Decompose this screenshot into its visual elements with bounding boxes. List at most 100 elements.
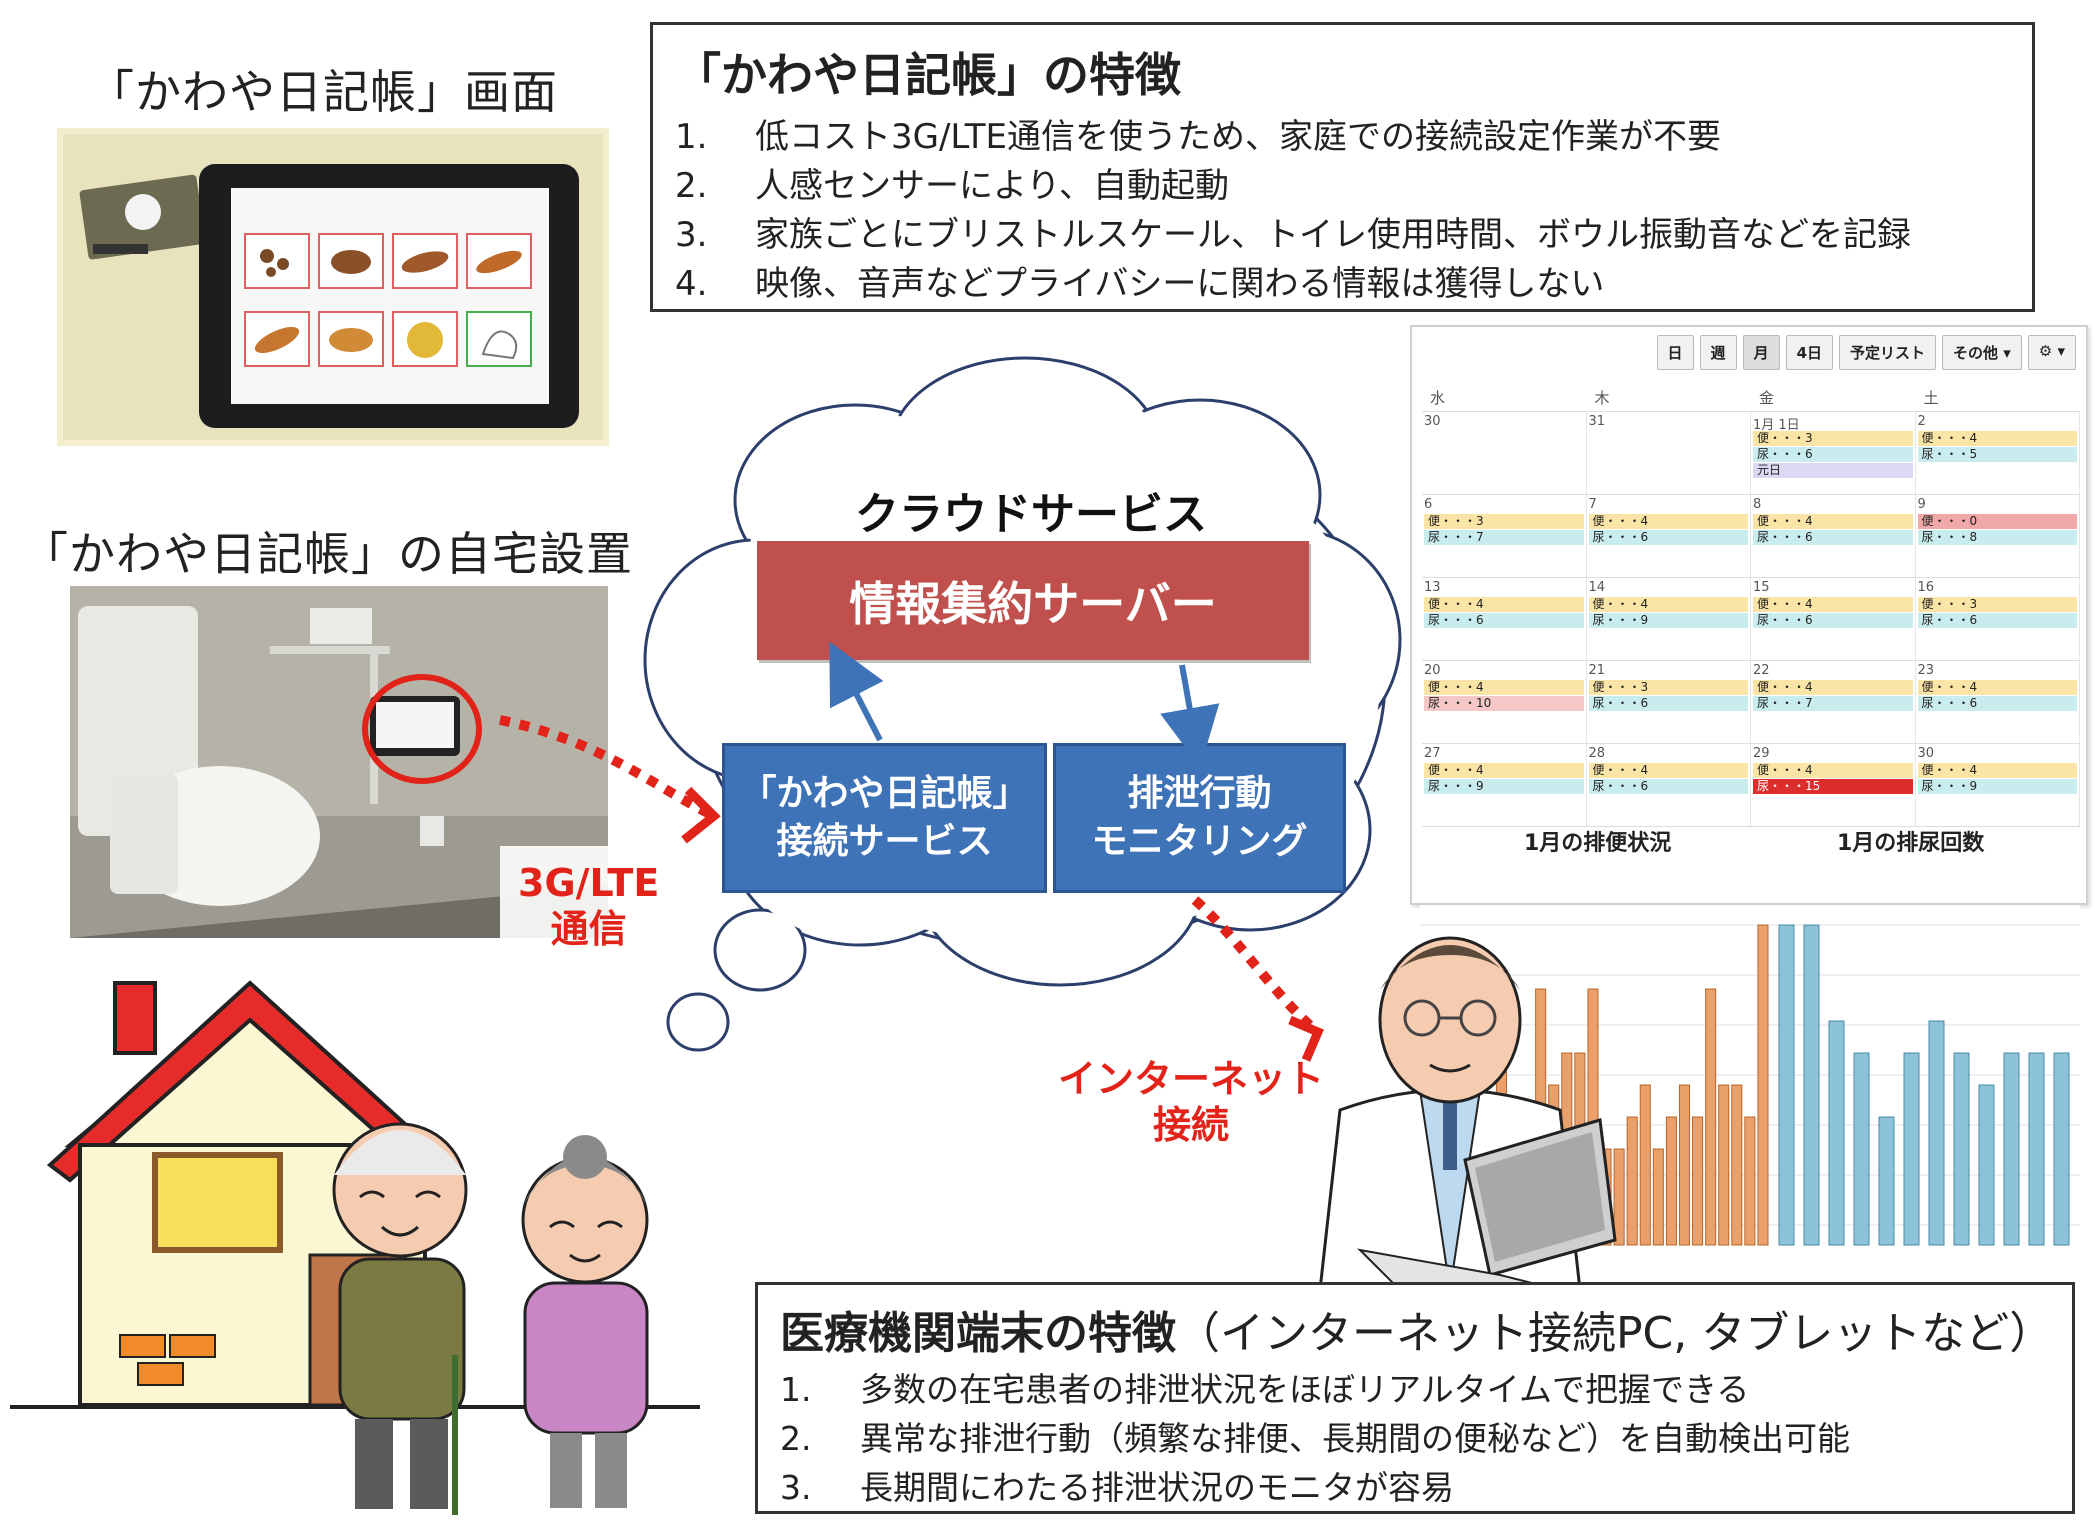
weekday-header: 水 木 金 土 xyxy=(1422,385,2080,412)
features-box: 「かわや日記帳」の特徴 1.低コスト3G/LTE通信を使うため、家庭での接続設定… xyxy=(650,22,2035,312)
calendar-event[interactable]: 尿・・・6 xyxy=(1588,696,1748,711)
day-number: 9 xyxy=(1917,497,1926,512)
view-month-button[interactable]: 月 xyxy=(1742,335,1780,370)
calendar-day-cell[interactable]: 30 xyxy=(1422,412,1587,494)
calendar-event[interactable]: 便・・・4 xyxy=(1424,597,1584,612)
stool-bar xyxy=(1731,1084,1743,1246)
calendar-event[interactable]: 便・・・4 xyxy=(1588,597,1748,612)
info-server: 情報集約サーバー xyxy=(757,541,1309,660)
calendar-event[interactable]: 便・・・4 xyxy=(1753,680,1913,695)
calendar-event[interactable]: 尿・・・6 xyxy=(1753,530,1913,545)
day-number: 8 xyxy=(1753,497,1762,512)
calendar-event[interactable]: 尿・・・6 xyxy=(1917,696,2077,711)
calendar-event[interactable]: 便・・・3 xyxy=(1588,680,1748,695)
calendar-event[interactable]: 尿・・・5 xyxy=(1917,447,2077,462)
stool-bar xyxy=(1678,1084,1691,1246)
stool-bar xyxy=(1613,1148,1625,1246)
calendar-event[interactable]: 尿・・・7 xyxy=(1424,530,1584,545)
feature-item: 2.人感センサーにより、自動起動 xyxy=(675,166,1229,206)
day-number: 20 xyxy=(1424,663,1441,678)
more-menu-button[interactable]: その他 ▾ xyxy=(1942,335,2022,370)
urine-bar xyxy=(2003,1052,2020,1246)
tablet-highlight-circle xyxy=(362,674,482,784)
calendar-event[interactable]: 尿・・・6 xyxy=(1588,779,1748,794)
calendar-event[interactable]: 尿・・・9 xyxy=(1917,779,2077,794)
calendar-event[interactable]: 元日 xyxy=(1753,463,1913,478)
day-number: 1月 1日 xyxy=(1753,418,1800,433)
calendar-event[interactable]: 便・・・4 xyxy=(1588,514,1748,529)
features-title: 「かわや日記帳」の特徴 xyxy=(675,48,1181,102)
house-illustration xyxy=(10,975,700,1520)
day-number: 23 xyxy=(1917,663,1935,678)
upload-arrow xyxy=(829,641,884,742)
calendar-event[interactable]: 便・・・4 xyxy=(1917,680,2077,695)
urine-bar xyxy=(1903,1052,1920,1246)
view-week-button[interactable]: 週 xyxy=(1699,335,1737,370)
calendar-event[interactable]: 尿・・・6 xyxy=(1917,613,2077,628)
calendar-event[interactable]: 便・・・0 xyxy=(1917,514,2077,529)
calendar-event[interactable]: 便・・・4 xyxy=(1424,680,1584,695)
view-agenda-button[interactable]: 予定リスト xyxy=(1839,335,1937,370)
weekday-label: 土 xyxy=(1923,389,1939,407)
settings-gear-icon[interactable]: ⚙ ▾ xyxy=(2027,335,2076,370)
calendar-event[interactable]: 便・・・4 xyxy=(1753,514,1913,529)
calendar-event[interactable]: 便・・・4 xyxy=(1753,763,1913,778)
calendar-event[interactable]: 便・・・3 xyxy=(1753,431,1913,446)
calendar-event[interactable]: 尿・・・6 xyxy=(1753,613,1913,628)
calendar-event[interactable]: 尿・・・9 xyxy=(1588,613,1748,628)
calendar-event[interactable]: 便・・・3 xyxy=(1917,597,2077,612)
calendar-event[interactable]: 尿・・・6 xyxy=(1753,447,1913,462)
calendar-event[interactable]: 尿・・・15 xyxy=(1753,779,1913,794)
medical-box-title: 医療機関端末の特徴（インターネット接続PC, タブレットなど） xyxy=(780,1308,2054,1359)
calendar-event[interactable]: 便・・・4 xyxy=(1424,763,1584,778)
weekday-label: 金 xyxy=(1759,389,1775,407)
calendar-event[interactable]: 尿・・・10 xyxy=(1424,696,1584,711)
calendar-event[interactable]: 尿・・・9 xyxy=(1424,779,1584,794)
screen-caption: 「かわや日記帳」画面 xyxy=(88,65,558,119)
calendar-event[interactable]: 便・・・4 xyxy=(1753,597,1913,612)
feature-item: 1.低コスト3G/LTE通信を使うため、家庭での接続設定作業が不要 xyxy=(675,117,1721,157)
urine-chart-title: 1月の排尿回数 xyxy=(1837,831,1985,856)
calendar-event[interactable]: 便・・・3 xyxy=(1424,514,1584,529)
calendar-event[interactable]: 尿・・・6 xyxy=(1424,613,1584,628)
day-number: 28 xyxy=(1588,746,1606,761)
view-day-button[interactable]: 日 xyxy=(1656,335,1694,370)
day-number: 14 xyxy=(1588,580,1606,595)
calendar-event[interactable]: 尿・・・8 xyxy=(1917,530,2077,545)
calendar-event[interactable]: 便・・・4 xyxy=(1588,763,1748,778)
calendar-event[interactable]: 尿・・・7 xyxy=(1753,696,1913,711)
stool-bar xyxy=(1705,988,1717,1246)
calendar-day-cell[interactable]: 31 xyxy=(1587,412,1751,494)
day-number: 16 xyxy=(1917,580,1935,595)
calendar-event[interactable]: 尿・・・6 xyxy=(1588,530,1748,545)
internet-label: インターネット 接続 xyxy=(1058,1057,1325,1147)
calendar-event[interactable]: 便・・・4 xyxy=(1917,431,2077,446)
feature-item: 3.家族ごとにブリストルスケール、トイレ使用時間、ボウル振動音などを記録 xyxy=(675,215,1911,255)
urine-bar xyxy=(1828,1020,1845,1246)
calendar-event[interactable]: 便・・・4 xyxy=(1917,763,2077,778)
view-4day-button[interactable]: 4日 xyxy=(1785,335,1834,370)
calendar-toolbar: 日 週 月 4日 予定リスト その他 ▾ ⚙ ▾ xyxy=(1656,335,2076,370)
